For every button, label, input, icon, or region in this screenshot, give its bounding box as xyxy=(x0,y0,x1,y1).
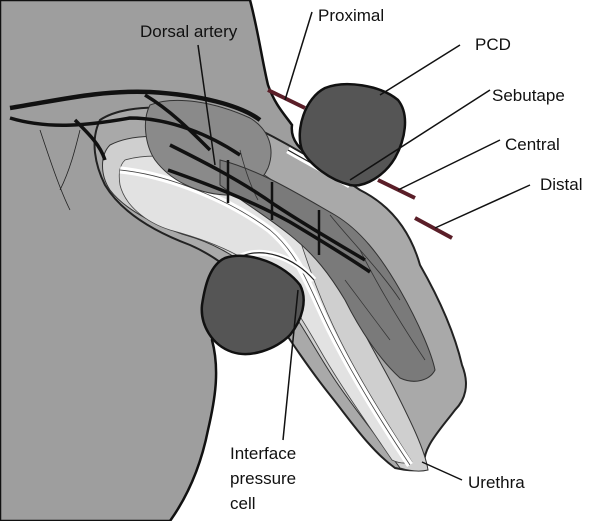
distal-marker xyxy=(415,218,452,238)
label-interface-pressure-cell-line1: Interface xyxy=(230,444,296,463)
proximal-leader xyxy=(285,12,312,100)
label-interface-pressure-cell-line3: cell xyxy=(230,494,256,513)
label-proximal: Proximal xyxy=(318,6,384,25)
label-urethra: Urethra xyxy=(468,473,525,492)
label-central: Central xyxy=(505,135,560,154)
label-distal: Distal xyxy=(540,175,583,194)
central-leader xyxy=(398,140,500,190)
label-pcd: PCD xyxy=(475,35,511,54)
urethra-leader xyxy=(422,462,462,480)
label-dorsal-artery: Dorsal artery xyxy=(140,22,238,41)
central-marker xyxy=(378,180,415,198)
distal-leader xyxy=(435,185,530,228)
pcd-leader xyxy=(380,45,460,95)
label-sebutape: Sebutape xyxy=(492,86,565,105)
label-interface-pressure-cell-line2: pressure xyxy=(230,469,296,488)
